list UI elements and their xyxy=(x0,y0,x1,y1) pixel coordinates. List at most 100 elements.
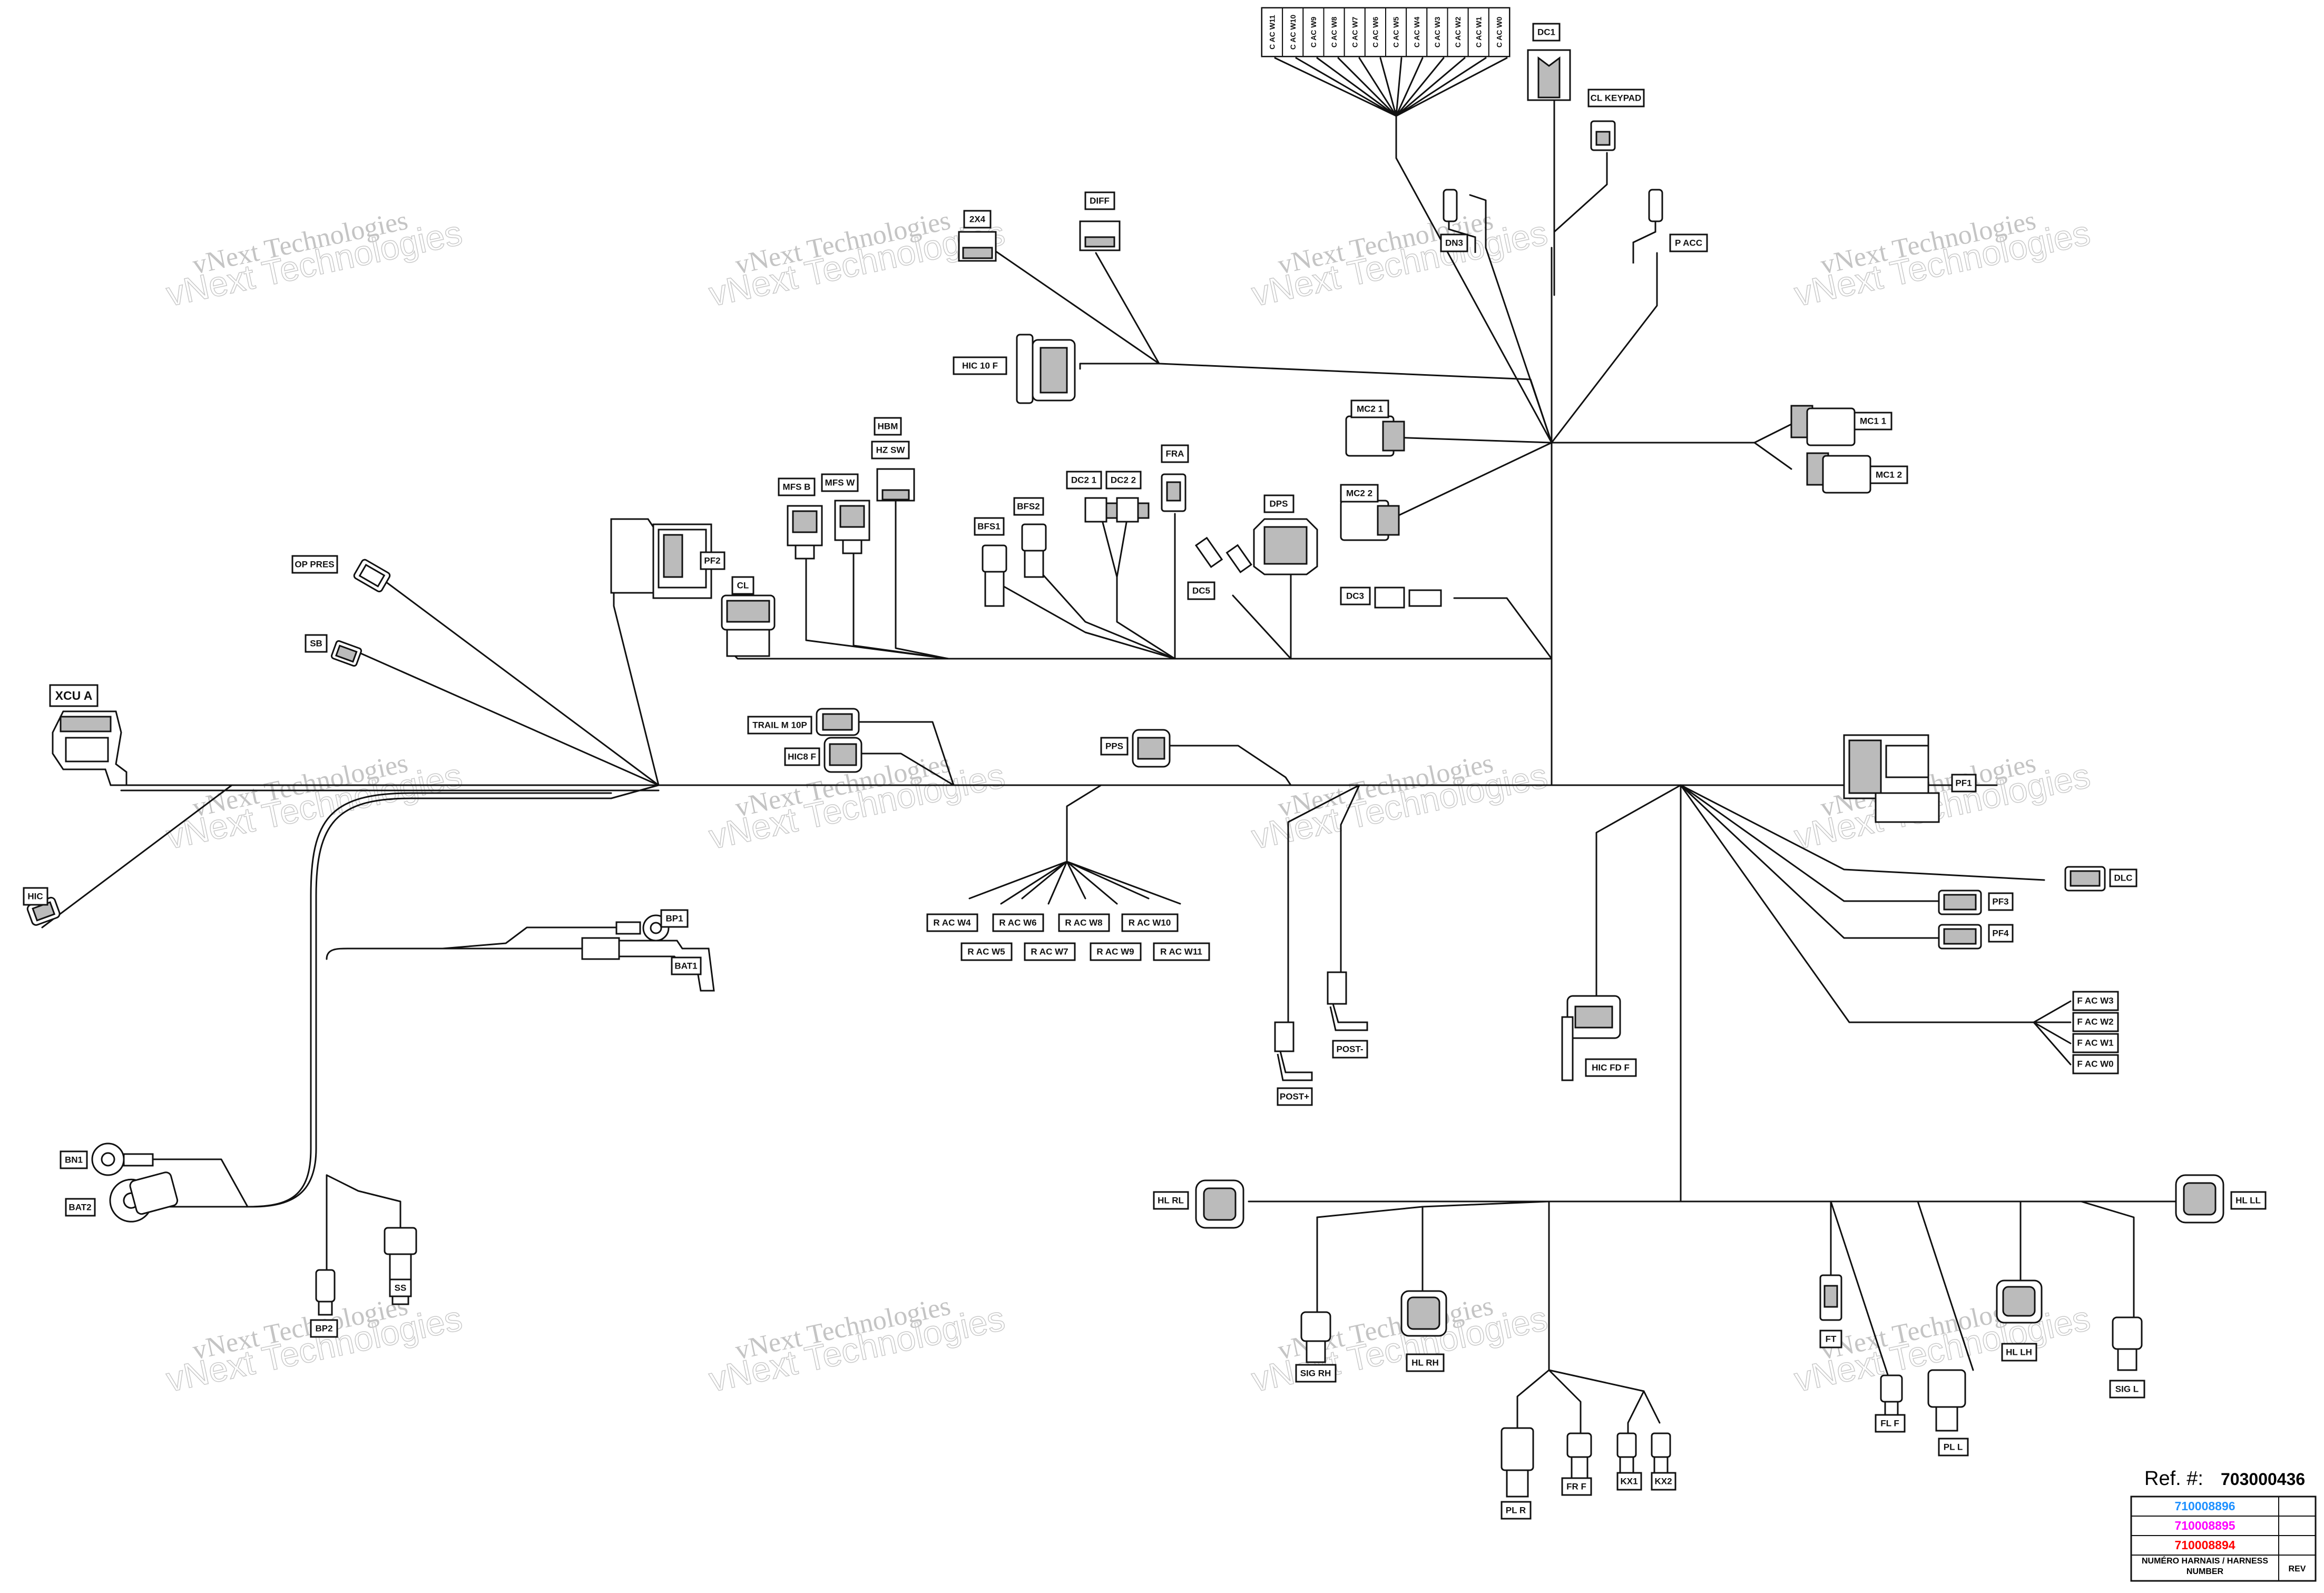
label-mc2-1: MC2 1 xyxy=(1350,399,1389,418)
svg-text:DC5: DC5 xyxy=(1192,586,1210,596)
svg-text:MC1 2: MC1 2 xyxy=(1876,470,1902,480)
hl-lh-connector xyxy=(1996,1279,2043,1324)
label-ss: SS xyxy=(389,1278,412,1297)
label-op-pres: OP PRES xyxy=(291,555,338,574)
label-hic10-f: HIC 10 F xyxy=(953,356,1007,375)
label-post-minus: POST- xyxy=(1332,1040,1368,1059)
pl-r-wire xyxy=(1516,1200,1550,1434)
svg-text:HL RL: HL RL xyxy=(1158,1196,1184,1206)
label-mfs-w: MFS W xyxy=(821,473,859,492)
label-r-ac-w4: R AC W4 xyxy=(926,913,978,932)
label-diff: DIFF xyxy=(1084,191,1115,210)
pf2-connector xyxy=(610,518,712,599)
diff-connector xyxy=(1079,220,1121,251)
mc2-2-connector xyxy=(1340,500,1400,541)
label-mc1-2: MC1 2 xyxy=(1869,465,1908,484)
harness-header: NUMÉRO HARNAIS / HARNESS NUMBER xyxy=(2141,1557,2268,1576)
mc1-1-wire xyxy=(1551,423,1792,444)
bat1-terminal xyxy=(581,937,715,992)
f-ac-wire xyxy=(1680,784,2035,1023)
label-post-plus: POST+ xyxy=(1277,1087,1313,1106)
c-ac-label: C AC W1 xyxy=(1474,16,1483,47)
svg-text:R AC W7: R AC W7 xyxy=(1031,947,1068,957)
svg-text:MC2 2: MC2 2 xyxy=(1346,488,1372,499)
dc3-connector xyxy=(1374,587,1442,609)
fr-f-connector xyxy=(1566,1432,1592,1479)
svg-text:FR F: FR F xyxy=(1566,1482,1586,1492)
label-pl-l: PL L xyxy=(1938,1438,1969,1457)
svg-text:FL F: FL F xyxy=(1880,1419,1899,1429)
label-ft: FT xyxy=(1819,1330,1842,1348)
label-bat2: BAT2 xyxy=(65,1198,96,1217)
label-bfs2: BFS2 xyxy=(1013,497,1044,516)
hic10-wire xyxy=(1079,363,1160,370)
svg-text:KX2: KX2 xyxy=(1654,1477,1672,1487)
bat2-terminal xyxy=(109,1171,179,1223)
svg-text:F AC W2: F AC W2 xyxy=(2077,1017,2113,1027)
ref-number: 703000436 xyxy=(2221,1470,2305,1489)
2x4-connector xyxy=(958,231,997,262)
label-hic-left: HIC xyxy=(23,887,48,906)
hl-rh-connector xyxy=(1400,1290,1447,1337)
label-hbm: HBM xyxy=(874,417,902,436)
label-r-ac-w8: R AC W8 xyxy=(1058,913,1110,932)
dc5-connector xyxy=(1194,536,1252,573)
svg-text:MC2 1: MC2 1 xyxy=(1357,404,1383,414)
svg-text:PL R: PL R xyxy=(1506,1506,1526,1516)
svg-text:P ACC: P ACC xyxy=(1675,238,1702,248)
svg-text:PF2: PF2 xyxy=(704,556,720,566)
mfs-b-connector xyxy=(787,505,823,560)
hz-sw-wire xyxy=(895,500,949,660)
label-p-acc: P ACC xyxy=(1669,233,1708,252)
svg-text:KX1: KX1 xyxy=(1620,1477,1637,1487)
label-sb: SB xyxy=(305,634,328,653)
label-dc3: DC3 xyxy=(1340,587,1371,605)
label-f-ac-w2: F AC W2 xyxy=(2072,1012,2119,1032)
svg-text:DC2 2: DC2 2 xyxy=(1111,475,1136,485)
label-bfs1: BFS1 xyxy=(974,517,1005,536)
watermarks: vNext Technologies vNext Technologies vN… xyxy=(162,206,2094,1400)
svg-text:PF3: PF3 xyxy=(1992,897,2008,907)
c-ac-label: C AC W8 xyxy=(1330,16,1338,47)
svg-text:BAT2: BAT2 xyxy=(68,1203,91,1213)
pl-r-connector xyxy=(1501,1427,1534,1498)
bp1-terminal xyxy=(615,914,670,942)
svg-text:HL LL: HL LL xyxy=(2235,1196,2261,1206)
dc2-1-wire xyxy=(1100,515,1176,660)
mc1-1-connector xyxy=(1790,405,1856,446)
svg-text:R AC W10: R AC W10 xyxy=(1129,918,1171,928)
op-pres-connector xyxy=(353,559,391,592)
svg-text:MC1 1: MC1 1 xyxy=(1860,416,1886,426)
kx1-connector xyxy=(1616,1432,1637,1474)
svg-text:DC2 1: DC2 1 xyxy=(1071,475,1096,485)
hic8-wire xyxy=(858,752,955,786)
pl-l-connector xyxy=(1927,1369,1966,1432)
svg-text:PF4: PF4 xyxy=(1992,929,2009,939)
label-dps: DPS xyxy=(1263,494,1295,513)
mfs-w-wire xyxy=(852,547,949,660)
mc1-2-connector xyxy=(1806,452,1871,494)
svg-text:CL KEYPAD: CL KEYPAD xyxy=(1591,93,1642,103)
label-pf2: PF2 xyxy=(700,551,725,570)
fra-connector xyxy=(1161,473,1186,512)
svg-text:HZ SW: HZ SW xyxy=(876,445,906,455)
bfs2-wire xyxy=(1037,568,1176,660)
c-ac-label: C AC W5 xyxy=(1392,16,1400,47)
label-hl-lh: HL LH xyxy=(2001,1343,2037,1362)
harness-number-1: 710008896 xyxy=(2174,1499,2235,1513)
harness-header-wrap: NUMÉRO HARNAIS / HARNESS NUMBER xyxy=(2141,1557,2268,1576)
svg-text:DLC: DLC xyxy=(2114,873,2133,883)
svg-text:POST+: POST+ xyxy=(1280,1092,1309,1102)
svg-text:OP PRES: OP PRES xyxy=(295,560,334,570)
hl-ll-connector xyxy=(2175,1174,2224,1224)
c-ac-label: C AC W7 xyxy=(1350,16,1359,47)
cl-connector xyxy=(721,594,776,657)
pf1-connector xyxy=(1843,734,1940,823)
svg-text:SIG RH: SIG RH xyxy=(1300,1369,1331,1379)
p-acc-wire xyxy=(1551,252,1658,444)
fl-f-connector xyxy=(1880,1374,1903,1416)
label-bp1: BP1 xyxy=(660,909,689,928)
c-ac-fan-wires xyxy=(1274,57,1508,117)
label-r-ac-w6: R AC W6 xyxy=(992,913,1044,932)
bp2-terminal xyxy=(315,1269,336,1316)
